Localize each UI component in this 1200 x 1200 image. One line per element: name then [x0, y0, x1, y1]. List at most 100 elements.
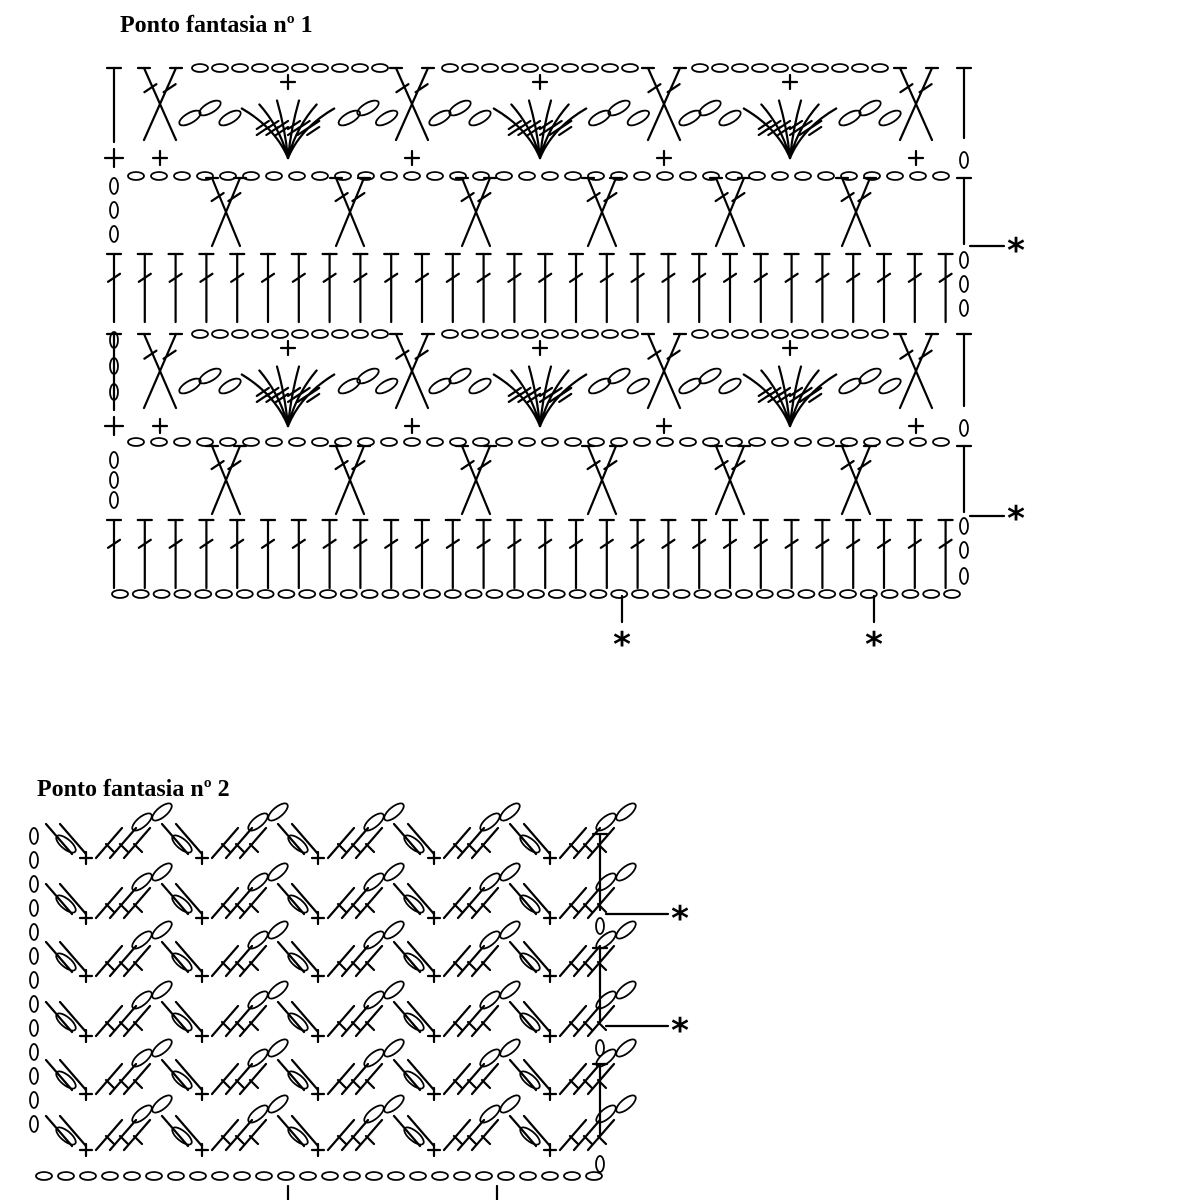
chain-stitch [817, 437, 835, 447]
crossed-treble [328, 444, 372, 516]
double-crochet [721, 252, 739, 324]
chain-stitch [311, 329, 329, 339]
chain-stitch [564, 171, 582, 181]
double-crochet [752, 252, 769, 324]
chain-stitch [403, 894, 425, 914]
chain-stitch [497, 1171, 515, 1181]
chain-stitch [267, 862, 289, 882]
chain-stitch [587, 437, 605, 447]
chain-stitch [518, 437, 536, 447]
chain-stitch [311, 171, 329, 181]
chain-stitch [794, 437, 812, 447]
double-crochet [259, 252, 277, 324]
chain-stitch [755, 589, 774, 599]
chart1-crossed-row-1 [127, 437, 973, 516]
chart2-foundation-chain [35, 1171, 603, 1181]
chart2-diagonal-cluster [160, 1094, 289, 1152]
chain-stitch [499, 920, 521, 940]
chain-stitch [607, 367, 631, 385]
chain-stitch [127, 437, 145, 447]
crossed-treble [454, 444, 498, 516]
chain-stitch [791, 329, 809, 339]
crossed-treble [388, 66, 436, 142]
chain-stitch [371, 329, 389, 339]
chain-stitch [403, 1012, 425, 1032]
chain-stitch [610, 437, 628, 447]
chain-stitch [678, 377, 702, 395]
double-crochet [506, 252, 523, 324]
double-crochet [906, 518, 923, 590]
double-crochet [598, 518, 615, 590]
chain-stitch [271, 329, 289, 339]
chain-stitch [651, 589, 670, 599]
chain-stitch [481, 329, 499, 339]
chain-stitch [811, 329, 829, 339]
single-crochet [907, 149, 925, 167]
double-crochet [259, 518, 277, 590]
chart2-diagonal-cluster [508, 980, 637, 1038]
chain-stitch [29, 1067, 39, 1085]
double-crochet [105, 252, 123, 324]
single-crochet [907, 417, 925, 435]
chain-stitch [851, 329, 869, 339]
chain-stitch [189, 1171, 207, 1181]
chain-stitch [167, 1171, 185, 1181]
crossed-treble [136, 332, 184, 410]
chain-stitch [363, 1104, 385, 1124]
double-crochet [290, 252, 307, 324]
chain-stitch [298, 589, 317, 599]
chain-stitch [771, 171, 789, 181]
chain-stitch [196, 437, 214, 447]
chain-stitch [380, 437, 398, 447]
shell-fan [492, 365, 588, 428]
chain-stitch [339, 589, 358, 599]
chain-stitch [233, 1171, 251, 1181]
chain-stitch [521, 63, 539, 73]
chain-stitch [541, 437, 559, 447]
chain-stitch [595, 1048, 617, 1068]
chart1-shell-row-1 [103, 329, 973, 437]
chain-stitch [109, 471, 119, 489]
chain-stitch [621, 63, 639, 73]
chain-stitch [748, 171, 766, 181]
chain-stitch [111, 589, 129, 599]
chain-stitch [247, 872, 269, 892]
chain-stitch [211, 1171, 229, 1181]
crossed-treble [580, 176, 624, 248]
chain-stitch [267, 980, 289, 1000]
chain-stitch [198, 367, 222, 385]
double-crochet [845, 518, 862, 590]
double-crochet [506, 518, 523, 590]
chain-stitch [426, 437, 444, 447]
chain-stitch [776, 589, 795, 599]
chain-stitch [29, 899, 39, 917]
chain-stitch [839, 589, 857, 599]
chain-stitch [581, 329, 599, 339]
chain-stitch [109, 225, 119, 243]
chain-stitch [501, 329, 519, 339]
chain-stitch [461, 329, 479, 339]
chain-stitch [495, 437, 513, 447]
chain-stitch [431, 1171, 449, 1181]
chain-stitch [448, 367, 472, 385]
chart2-diagonal-cluster [392, 862, 521, 920]
chart2-diagonal-cluster [160, 980, 289, 1038]
chain-stitch [363, 872, 385, 892]
chart2-diagonal-cluster [44, 920, 173, 978]
chain-stitch [541, 171, 559, 181]
chain-stitch [55, 894, 77, 914]
chain-stitch [563, 1171, 581, 1181]
double-crochet [229, 252, 246, 324]
chain-stitch [610, 171, 628, 181]
chart2-diagonal-cluster [508, 920, 637, 978]
chain-stitch [55, 952, 77, 972]
double-crochet [875, 252, 893, 324]
double-crochet [352, 518, 369, 590]
crossed-treble [834, 176, 878, 248]
chain-stitch [863, 437, 881, 447]
chain-stitch [109, 383, 119, 401]
chain-stitch [859, 589, 878, 599]
chain-stitch [886, 437, 904, 447]
chain-stitch [150, 171, 168, 181]
